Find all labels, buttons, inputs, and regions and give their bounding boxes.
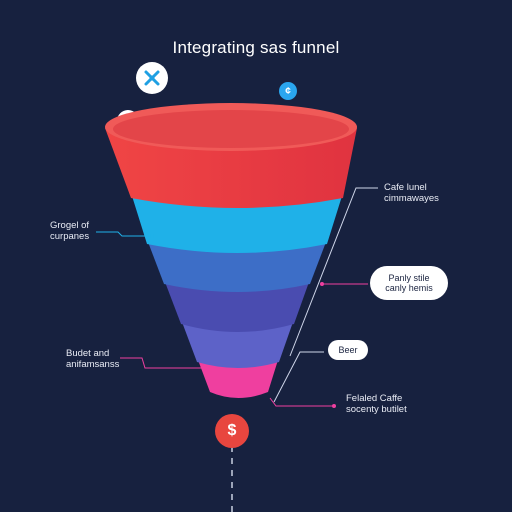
connector-left-bottom	[120, 357, 208, 369]
funnel-band-red	[105, 128, 357, 208]
connector-dot-left-bottom	[206, 366, 210, 370]
connector-dot-left-top	[150, 234, 154, 238]
chat-small-glyph: ¢	[285, 85, 291, 97]
connector-dot-right-cloud	[320, 282, 324, 286]
dollar-coin-icon: $	[215, 414, 249, 448]
diagram-title: Integrating sas funnel	[172, 38, 340, 57]
chat-bubble-icon: ¢	[279, 82, 297, 100]
funnel-band-blue	[148, 242, 326, 292]
connector-right-top	[289, 187, 378, 357]
label-left-bottom: Budet and anifamsanss	[66, 348, 120, 370]
connector-right-bottom	[269, 397, 334, 407]
funnel-band-violet	[182, 322, 293, 368]
connector-right-cloud-small	[273, 351, 324, 403]
connector-left-top	[96, 231, 152, 237]
cloud-label-small: Beer	[328, 340, 368, 360]
label-left-top: Grogel of curpanes	[50, 220, 90, 242]
cloud-label-large: Panly stile canly hemis	[370, 266, 448, 300]
label-right-top: Cafe lunel cimmawayes	[384, 182, 439, 204]
funnel-band-cyan	[132, 196, 342, 253]
funnel-band-pink	[198, 360, 278, 398]
molecule-icon	[136, 62, 168, 94]
funnel-band-indigo	[165, 282, 309, 332]
connector-dot-right-bottom	[332, 404, 336, 408]
funnel-inner	[113, 110, 349, 148]
label-right-bottom: Felaled Caffe socenty butilet	[346, 393, 407, 415]
dollar-large-glyph: $	[227, 422, 237, 439]
